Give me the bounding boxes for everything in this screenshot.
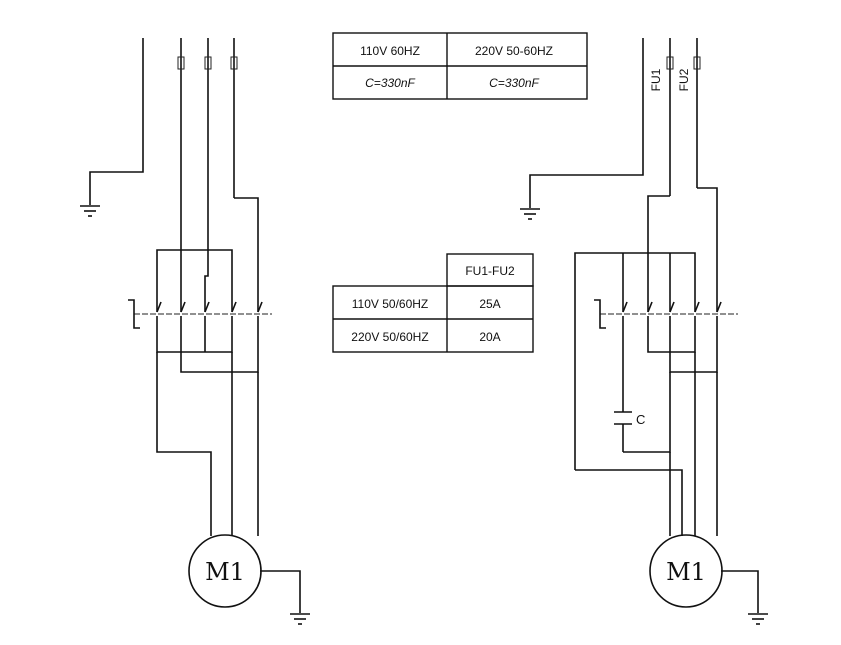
fuse-table-header: FU1-FU2 bbox=[465, 264, 515, 278]
right-ground-wire bbox=[529, 38, 644, 208]
left-switch-icon bbox=[128, 299, 272, 329]
fuse-table-row1-label: 110V 50/60HZ bbox=[352, 297, 429, 311]
left-ground-wire bbox=[89, 38, 144, 205]
right-capacitor-icon bbox=[614, 411, 632, 425]
fuse-table-row1-value: 25A bbox=[479, 297, 500, 311]
top-table-col2-row1: 220V 50-60HZ bbox=[475, 44, 553, 58]
capacitor-table: 110V 60HZ 220V 50-60HZ C=330nF C=330nF bbox=[332, 32, 588, 100]
right-fuse-fu1-icon bbox=[666, 56, 674, 70]
left-fuse-3-icon bbox=[230, 56, 238, 70]
fuse-table-row2-value: 20A bbox=[479, 330, 500, 344]
left-motor-ground-icon bbox=[290, 613, 310, 625]
right-fuse-fu1-label: FU1 bbox=[649, 68, 663, 91]
left-fuse-2-icon bbox=[204, 56, 212, 70]
top-table-col1-row2: C=330nF bbox=[365, 76, 415, 90]
right-motor-ground-icon bbox=[748, 613, 768, 625]
fuse-table-row2-label: 220V 50/60HZ bbox=[351, 330, 428, 344]
right-motor-label: M1 bbox=[666, 558, 706, 586]
left-circuit: M1 bbox=[80, 38, 310, 625]
top-table-col2-row2: C=330nF bbox=[489, 76, 539, 90]
fuse-rating-table: FU1-FU2 110V 50/60HZ 25A 220V 50/60HZ 20… bbox=[332, 253, 534, 353]
right-fuse-fu2-label: FU2 bbox=[677, 68, 691, 91]
right-supply-ground-icon bbox=[520, 208, 540, 220]
left-fuse-1-icon bbox=[177, 56, 185, 70]
left-supply-ground-icon bbox=[80, 205, 100, 217]
right-capacitor-label: C bbox=[636, 412, 645, 427]
top-table-col1-row1: 110V 60HZ bbox=[360, 44, 420, 58]
right-circuit: FU1 FU2 C bbox=[520, 38, 768, 625]
left-motor-label: M1 bbox=[205, 558, 245, 586]
right-fuse-fu2-icon bbox=[693, 56, 701, 70]
right-switch-icon bbox=[594, 299, 738, 329]
